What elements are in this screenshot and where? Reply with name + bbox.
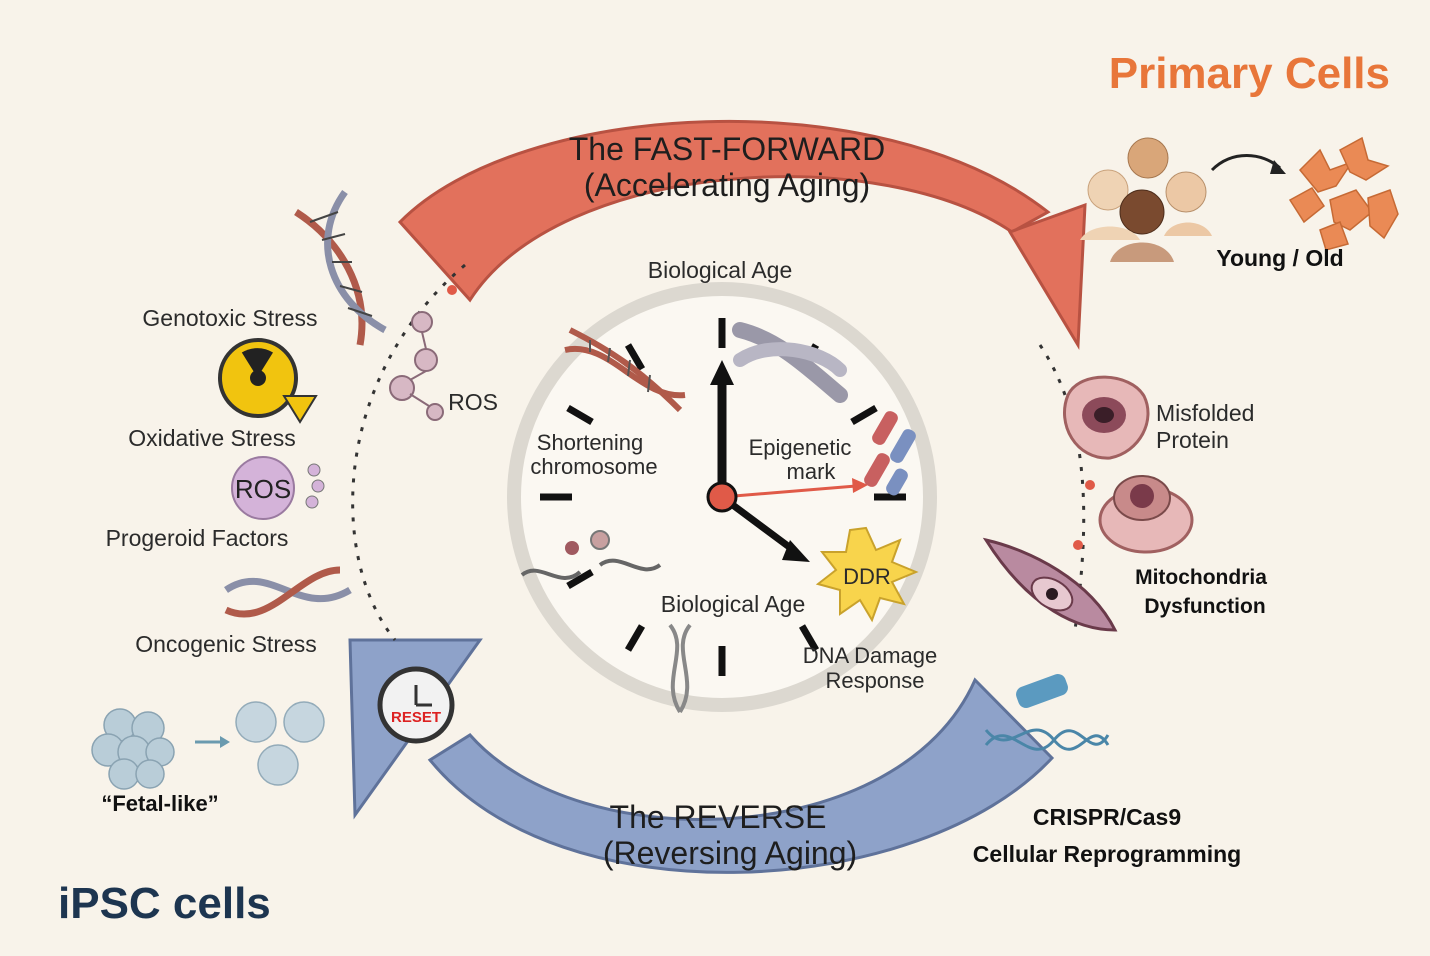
epigenetic-mark-icon bbox=[864, 411, 916, 496]
mito-label-1: Mitochondria bbox=[1135, 566, 1267, 589]
misfolded-label-2: Protein bbox=[1156, 427, 1229, 453]
epigenetic-label-2: mark bbox=[787, 459, 837, 484]
ros-badge-icon bbox=[231, 456, 325, 520]
oxidative-stress-label: Oxidative Stress bbox=[128, 425, 295, 451]
ros-label: ROS bbox=[448, 389, 498, 415]
crispr-label-2: Cellular Reprogramming bbox=[973, 841, 1241, 867]
shortening-label-1: Shortening bbox=[537, 430, 643, 455]
ros-badge-text: ROS bbox=[235, 474, 291, 504]
reverse-title: The REVERSE bbox=[610, 799, 827, 835]
epigenetic-chromosome-icon bbox=[732, 322, 848, 403]
mito-label-2: Dysfunction bbox=[1144, 595, 1265, 618]
reset-label: RESET bbox=[391, 709, 441, 726]
ddr-label: DDR bbox=[843, 564, 891, 589]
primary-cells-title: Primary Cells bbox=[1109, 49, 1390, 98]
oncogenic-dna-icon bbox=[224, 566, 352, 618]
dna-damage-label-1: DNA Damage bbox=[803, 643, 938, 668]
dispersed-cells-icon bbox=[235, 701, 325, 786]
connector-dot bbox=[1073, 540, 1083, 550]
connector-dot bbox=[447, 285, 457, 295]
young-old-label: Young / Old bbox=[1216, 245, 1343, 271]
clock-bottom-label: Biological Age bbox=[661, 591, 806, 617]
young-old-arrow bbox=[1210, 154, 1281, 172]
reset-clock-icon bbox=[377, 666, 455, 744]
damaged-dna-strand-icon bbox=[520, 530, 662, 580]
genotoxic-stress-label: Genotoxic Stress bbox=[142, 305, 317, 331]
epigenetic-label-1: Epigenetic bbox=[749, 435, 852, 460]
molecule-icon bbox=[389, 311, 444, 421]
crispr-dna-icon bbox=[984, 674, 1110, 751]
second-hand bbox=[721, 484, 857, 499]
progeroid-factors-label: Progeroid Factors bbox=[106, 525, 289, 551]
clock-center bbox=[706, 481, 738, 513]
shortening-label-2: chromosome bbox=[530, 454, 657, 479]
people-faces-icon bbox=[1080, 137, 1212, 262]
fibroblast-cells-icon bbox=[1288, 136, 1399, 251]
fetal-like-label: “Fetal-like” bbox=[101, 791, 218, 816]
misfolded-label-1: Misfolded bbox=[1156, 400, 1254, 426]
shortening-dna-icon bbox=[564, 327, 686, 413]
fast-forward-title: The FAST-FORWARD bbox=[569, 131, 885, 167]
clock-top-label: Biological Age bbox=[648, 257, 793, 283]
fast-forward-arrow bbox=[397, 119, 1087, 350]
ipsc-colony-icon bbox=[91, 708, 175, 790]
radiation-hazard-icon bbox=[218, 338, 318, 424]
ipsc-cells-title: iPSC cells bbox=[58, 879, 271, 928]
spindle-cell-icon bbox=[982, 537, 1118, 632]
mitochondria-cell-icon bbox=[1098, 475, 1194, 554]
reverse-subtitle: (Reversing Aging) bbox=[603, 835, 857, 871]
fast-forward-subtitle: (Accelerating Aging) bbox=[584, 167, 870, 203]
genotoxic-dna-icon bbox=[294, 189, 387, 346]
misfolded-protein-cell-icon bbox=[1063, 375, 1150, 460]
ddr-burst-icon bbox=[815, 526, 919, 623]
left-dashed-connector bbox=[351, 263, 466, 641]
oncogenic-stress-label: Oncogenic Stress bbox=[135, 631, 317, 657]
crispr-label-1: CRISPR/Cas9 bbox=[1033, 804, 1181, 830]
telomere-dna-icon bbox=[668, 623, 692, 714]
connector-dot bbox=[1085, 480, 1095, 490]
dna-damage-label-2: Response bbox=[825, 668, 924, 693]
